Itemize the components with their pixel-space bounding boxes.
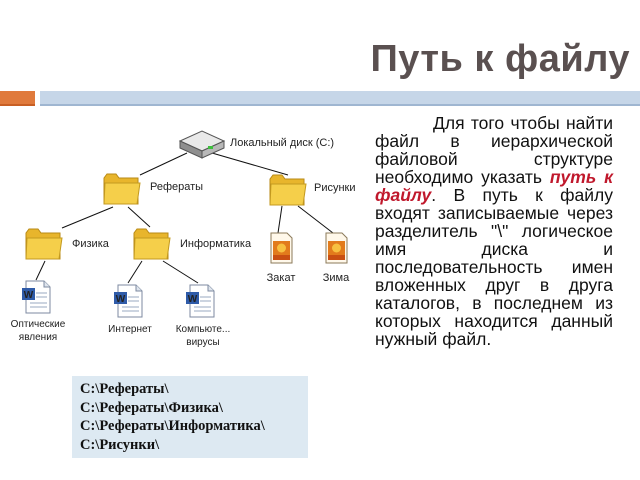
file-label-zakat: Закат: [267, 272, 296, 284]
paragraph-text-1: Для того чтобы найти файл в иерархическо…: [375, 113, 613, 187]
folder-icon: [103, 173, 141, 205]
word-document-icon: [185, 284, 215, 318]
folder-label-risunki: Рисунки: [314, 182, 356, 194]
path-examples-box: C:\Рефераты\ C:\Рефераты\Физика\ C:\Рефе…: [72, 376, 308, 458]
path-example: C:\Рефераты\Информатика\: [80, 418, 265, 434]
file-label-viruses-1: Компьюте...: [176, 324, 231, 335]
folder-label-informatika: Информатика: [180, 238, 252, 250]
image-file-icon: [270, 232, 293, 264]
word-document-icon: [21, 280, 51, 314]
file-label-optic-2: явления: [19, 332, 57, 343]
path-example: C:\Рефераты\Физика\: [80, 399, 223, 416]
file-label-viruses-2: вирусы: [186, 337, 219, 348]
path-example: C:\Рисунки\: [80, 436, 160, 453]
file-label-internet: Интернет: [108, 324, 152, 335]
root-label: Локальный диск (C:): [230, 137, 334, 149]
folder-icon: [133, 228, 171, 260]
paragraph-highlight: путь к файлу: [375, 167, 614, 205]
path-example: C:\Рефераты\: [80, 381, 169, 397]
folder-icon: [269, 174, 307, 206]
explanation-paragraph: Для того чтобы найти файл в иерархическо…: [375, 114, 613, 348]
hard-drive-icon: [178, 130, 226, 159]
file-label-optic-1: Оптические: [11, 319, 66, 330]
paragraph-text-2: . В путь к файлу входят записываемые чер…: [375, 185, 613, 349]
file-tree-diagram: W Локальный диск (C:) Рефераты Рисунки Ф: [11, 130, 356, 348]
file-label-zima: Зима: [323, 272, 350, 284]
image-file-icon: [325, 232, 348, 264]
word-document-icon: [113, 284, 143, 318]
header-accent-blue: [40, 91, 640, 106]
slide-title: Путь к файлу: [370, 38, 630, 80]
folder-icon: [25, 228, 63, 260]
folder-label-referaty: Рефераты: [150, 181, 203, 193]
folder-label-fizika: Физика: [72, 238, 110, 250]
header-accent-orange: [0, 91, 35, 106]
